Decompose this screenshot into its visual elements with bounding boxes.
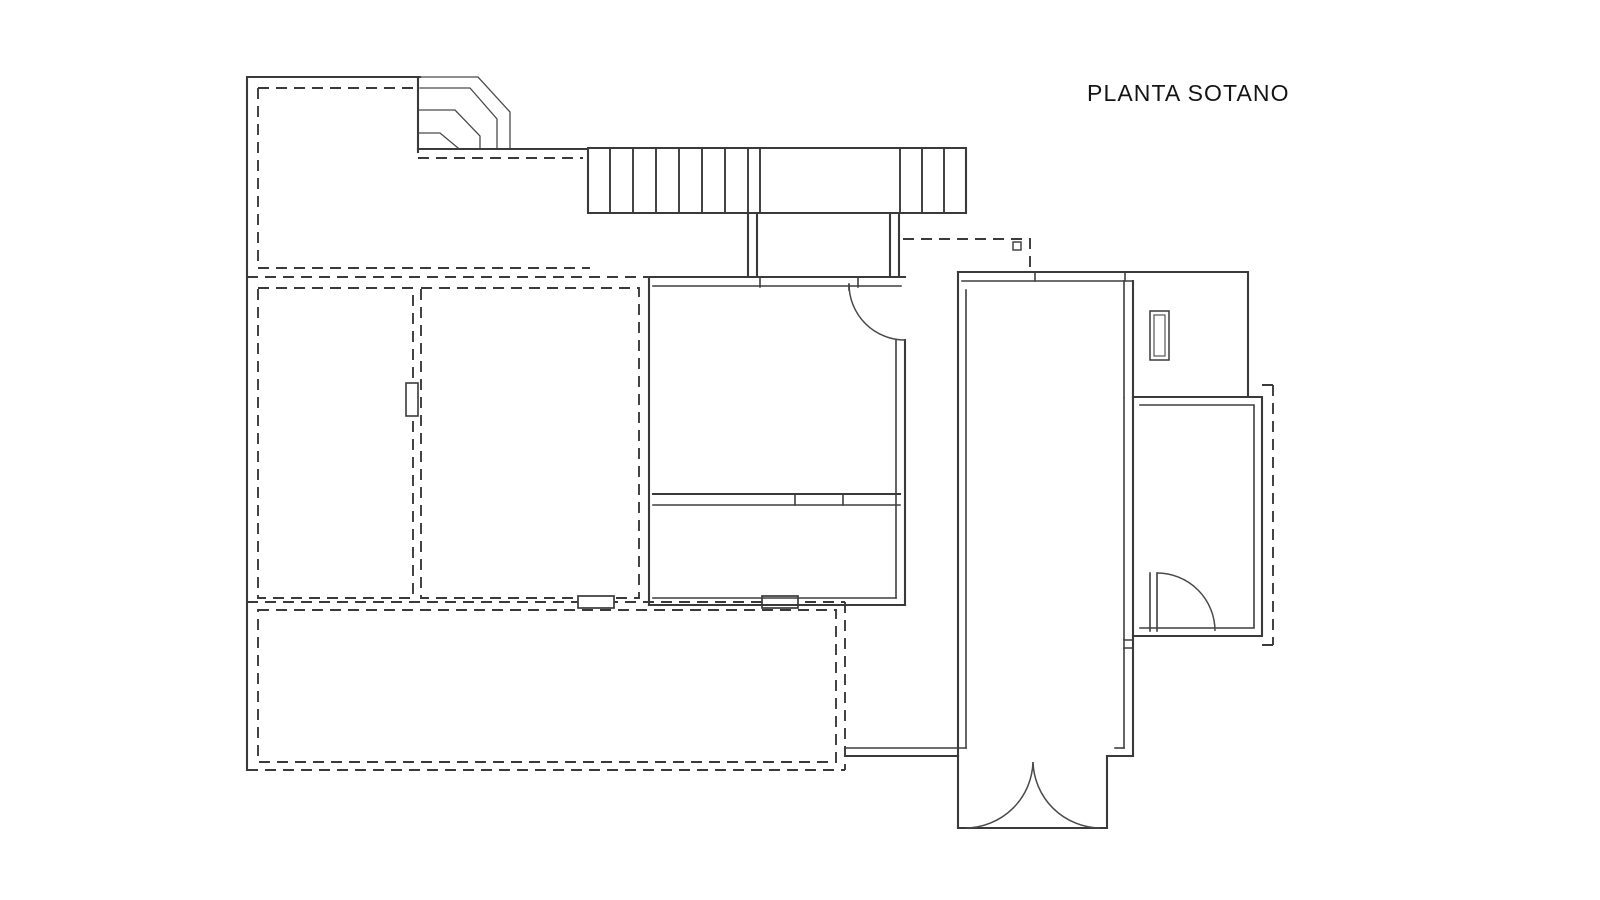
door-right-room-swing-arc [1156, 572, 1216, 632]
door-entry-right-leaf-arc [1032, 761, 1101, 829]
room-right-lower-inner [1139, 404, 1255, 629]
stair-run-top [586, 146, 968, 277]
hall-main-group [843, 270, 1142, 830]
ramp-outer-edge [419, 76, 511, 149]
opening-lower-room-a [577, 595, 615, 609]
window-right-room-inner [1153, 314, 1166, 357]
ramp-line-3 [417, 132, 459, 149]
dashed-connector-line [903, 238, 1031, 272]
room-lower-wide-outer [247, 601, 846, 771]
stair-ramp-diagonal [416, 75, 590, 159]
left-rooms-group [245, 270, 846, 772]
door-right-room-jamb [1149, 572, 1158, 632]
ramp-dashed-return [417, 88, 583, 159]
opening-center-top [759, 277, 859, 288]
right-dashed-projection [1262, 384, 1280, 646]
opening-interior-left-wall [405, 382, 419, 417]
ramp-line-1 [419, 87, 498, 149]
right-rooms-group [1131, 270, 1280, 646]
center-rooms-group [647, 275, 907, 607]
patio-dashed-outline [257, 87, 590, 269]
stair-outline [586, 146, 968, 215]
ramp-line-2 [417, 109, 481, 149]
entry-double-door-group [965, 761, 1101, 829]
door-entry-left-leaf-arc [965, 761, 1034, 829]
patio-outer-wall [245, 75, 422, 274]
hall-wall-jog [1123, 639, 1134, 649]
room-left-b-outline [420, 287, 640, 599]
room-lower-wide-outline [257, 609, 837, 763]
room-left-a-outline [257, 287, 414, 599]
opening-hall-top [1034, 272, 1126, 282]
opening-center-mid [794, 494, 844, 506]
stair-treads-right [899, 149, 945, 212]
patio-upper-left-group [245, 75, 590, 274]
dashed-connector-upper [903, 238, 1031, 272]
room-right-lower-outer [1131, 395, 1264, 638]
door-hall-swing-arc [848, 283, 906, 341]
corner-node-marker [1012, 241, 1022, 251]
stair-treads-left [609, 149, 749, 212]
page-title: PLANTA SOTANO [1087, 80, 1290, 106]
